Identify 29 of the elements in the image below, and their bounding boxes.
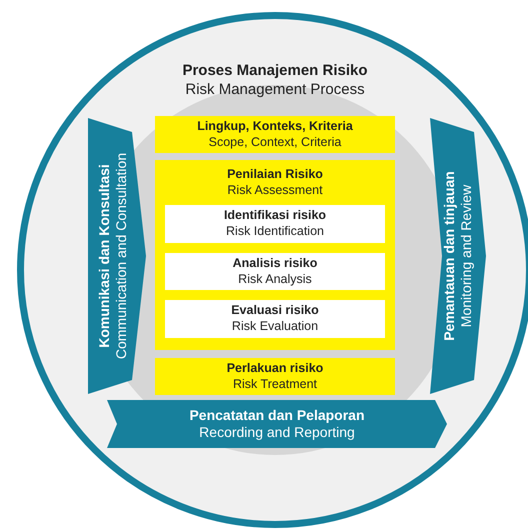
heading-text: Penilaian Risiko [227, 167, 323, 183]
heading-text: Pemantauan dan tinjauan [440, 171, 458, 341]
subheading-text: Risk Treatment [232, 376, 318, 392]
subheading-text: Risk Assessment [227, 182, 323, 198]
subheading-text: Risk Identification [226, 224, 324, 240]
heading-text: Komunikasi dan Konsultasi [96, 164, 112, 348]
heading-text: Evaluasi risiko [231, 303, 319, 319]
heading-text: Lingkup, Konteks, Kriteria [197, 118, 353, 134]
subheading-text: Monitoring and Review [458, 184, 475, 328]
treatment-box [155, 358, 395, 395]
subheading-text: Risk Evaluation [232, 319, 318, 335]
subheading-text: Scope, Context, Criteria [208, 134, 342, 150]
step-box [165, 253, 385, 290]
heading-text: Analisis risiko [232, 256, 318, 272]
assessment-box [155, 160, 395, 350]
heading-text: Proses Manajemen Risiko [182, 62, 368, 81]
subheading-text: Risk Analysis [238, 272, 312, 288]
step-box [165, 205, 385, 243]
heading-text: Perlakuan risiko [226, 360, 324, 376]
subheading-text: Recording and Reporting [199, 424, 355, 442]
subheading-text: Communication and Consultation [113, 152, 130, 360]
communication-banner [88, 118, 146, 394]
heading-text: Identifikasi risiko [224, 208, 326, 224]
step-box [165, 300, 385, 338]
subheading-text: Risk Management Process [185, 80, 365, 100]
heading-text: Pencatatan dan Pelaporan [189, 406, 365, 424]
scope-box [155, 116, 395, 153]
recording-banner [107, 400, 447, 448]
monitoring-banner [430, 118, 486, 394]
